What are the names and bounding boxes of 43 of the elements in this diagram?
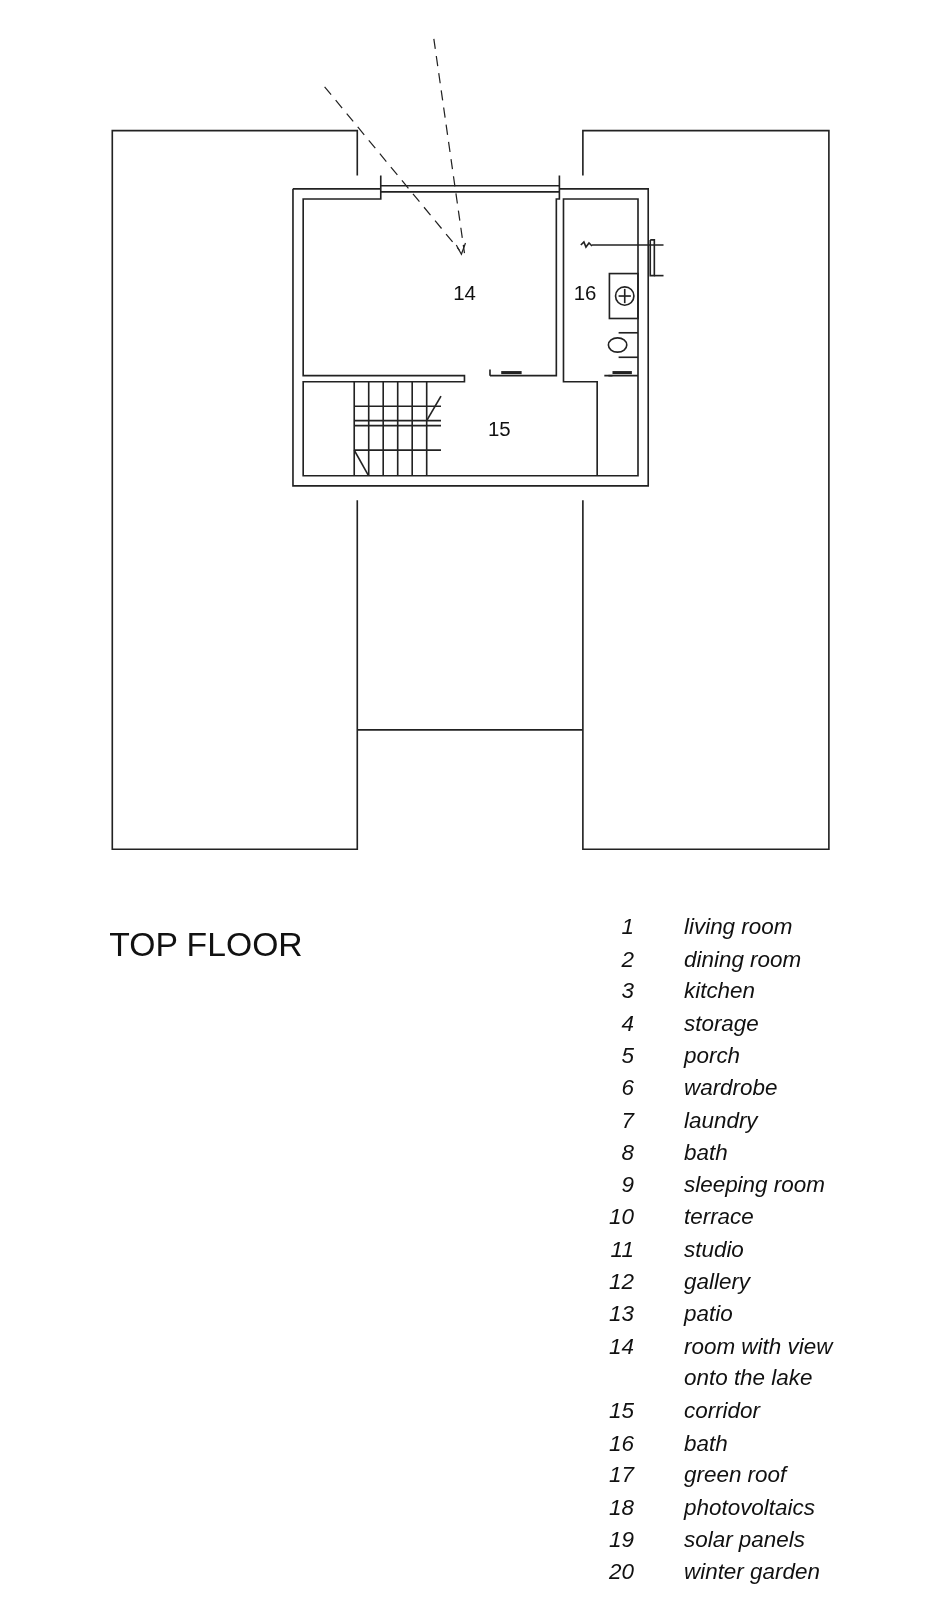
room-name: corridor <box>683 1396 761 1425</box>
key-number: 18 <box>608 1493 634 1522</box>
room-name: terrace <box>683 1202 754 1232</box>
key-number: 9 <box>621 1170 634 1200</box>
key-number: 13 <box>608 1299 634 1329</box>
key-number: 14 <box>608 1331 634 1361</box>
room-name: storage <box>683 1009 759 1038</box>
room-name: porch <box>683 1041 741 1071</box>
key-number: 4 <box>621 1009 634 1038</box>
key-number: 12 <box>608 1267 634 1296</box>
room-name: bath <box>683 1138 728 1167</box>
key-number: 16 <box>608 1428 634 1458</box>
key-number: 5 <box>621 1041 634 1071</box>
key-number: 11 <box>610 1235 634 1264</box>
key-number: 3 <box>621 977 634 1006</box>
room-number: 16 <box>573 282 597 304</box>
room-name: green roof <box>683 1460 787 1490</box>
room-name: wardrobe <box>683 1073 778 1103</box>
room-name: sleeping room <box>683 1170 825 1200</box>
room-name: bath <box>683 1428 728 1458</box>
room-name: winter garden <box>683 1557 820 1587</box>
key-number: 15 <box>608 1396 634 1425</box>
key-number: 20 <box>608 1557 634 1587</box>
key-number: 19 <box>608 1525 634 1554</box>
room-name: kitchen <box>683 977 756 1006</box>
room-name: solar panels <box>683 1525 806 1554</box>
room-name: photovoltaics <box>683 1493 816 1522</box>
key-number: 2 <box>621 944 634 974</box>
key-number: 8 <box>621 1138 634 1167</box>
room-number: 15 <box>487 418 511 439</box>
key-number: 10 <box>608 1202 634 1232</box>
room-name: patio <box>683 1299 733 1329</box>
room-name: gallery <box>683 1267 751 1296</box>
room-name: laundry <box>683 1106 758 1135</box>
room-name: studio <box>683 1235 744 1264</box>
room-name: living room <box>683 912 793 942</box>
plan-title: TOP FLOOR <box>109 926 303 964</box>
room-number: 14 <box>453 282 476 304</box>
key-number: 1 <box>621 912 634 942</box>
key-number: 17 <box>608 1460 634 1490</box>
key-number: 7 <box>621 1106 634 1135</box>
key-number: 6 <box>621 1073 634 1103</box>
room-name: dining room <box>683 944 802 974</box>
